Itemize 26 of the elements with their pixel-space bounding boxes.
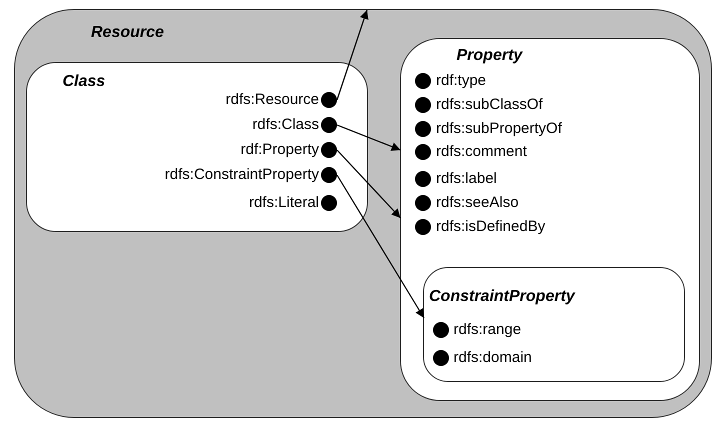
term-label: rdf:Property [240,141,319,159]
term-label: rdfs:Class [252,116,319,134]
term-label: rdfs:comment [436,143,527,161]
rounded-panel [423,267,685,382]
term-label: rdfs:range [454,320,522,338]
term-label: rdfs:Literal [248,194,319,212]
arrow [336,124,401,151]
term-label: rdfs:Resource [226,91,319,109]
arrow [336,10,368,100]
term-label: rdfs:isDefinedBy [436,218,546,236]
term-label: rdf:type [436,72,486,90]
term-label: rdfs:domain [454,348,532,366]
rounded-panel [14,9,712,418]
term-label: rdfs:subPropertyOf [436,120,562,138]
arrow [336,174,425,318]
panel-heading: Resource [91,24,164,42]
term-label: rdfs:label [436,170,497,188]
rounded-panel [400,38,700,400]
rounded-panel [26,62,368,232]
term-label: rdfs:subClassOf [436,96,543,114]
arrow [336,150,401,218]
panel-heading: Property [456,46,522,64]
panel-heading: ConstraintProperty [429,288,575,306]
term-label: rdfs:seeAlso [436,194,519,212]
panel-heading: Class [62,72,106,90]
term-label: rdfs:ConstraintProperty [164,166,319,184]
